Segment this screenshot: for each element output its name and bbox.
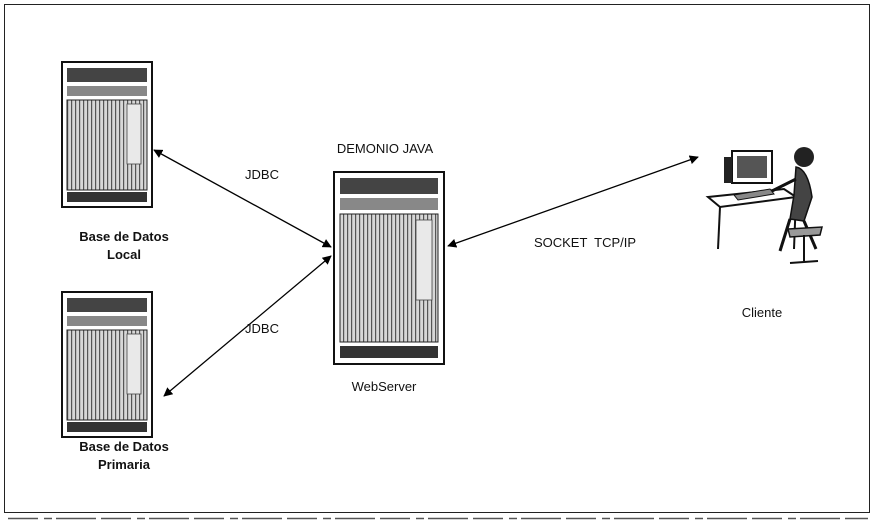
jdbc-local-label: JDBC	[232, 166, 292, 184]
socket-label: SOCKET TCP/IP	[505, 234, 665, 252]
jdbc-primary-label: JDBC	[232, 320, 292, 338]
bottom-dashed-edge	[8, 517, 868, 520]
webserver-icon	[334, 172, 444, 364]
database-local-label-line2: Local	[64, 246, 184, 264]
client-caption: Cliente	[712, 304, 812, 322]
webserver-caption: WebServer	[334, 378, 434, 396]
database-server-primary-icon	[62, 292, 152, 437]
database-local-label: Base de Datos Local	[64, 228, 184, 263]
database-local-label-line1: Base de Datos	[64, 228, 184, 246]
database-server-local-icon	[62, 62, 152, 207]
database-primary-label-line2: Primaria	[64, 456, 184, 474]
webserver-title: DEMONIO JAVA	[315, 140, 455, 158]
database-primary-label-line1: Base de Datos	[64, 438, 184, 456]
database-primary-label: Base de Datos Primaria	[64, 438, 184, 473]
